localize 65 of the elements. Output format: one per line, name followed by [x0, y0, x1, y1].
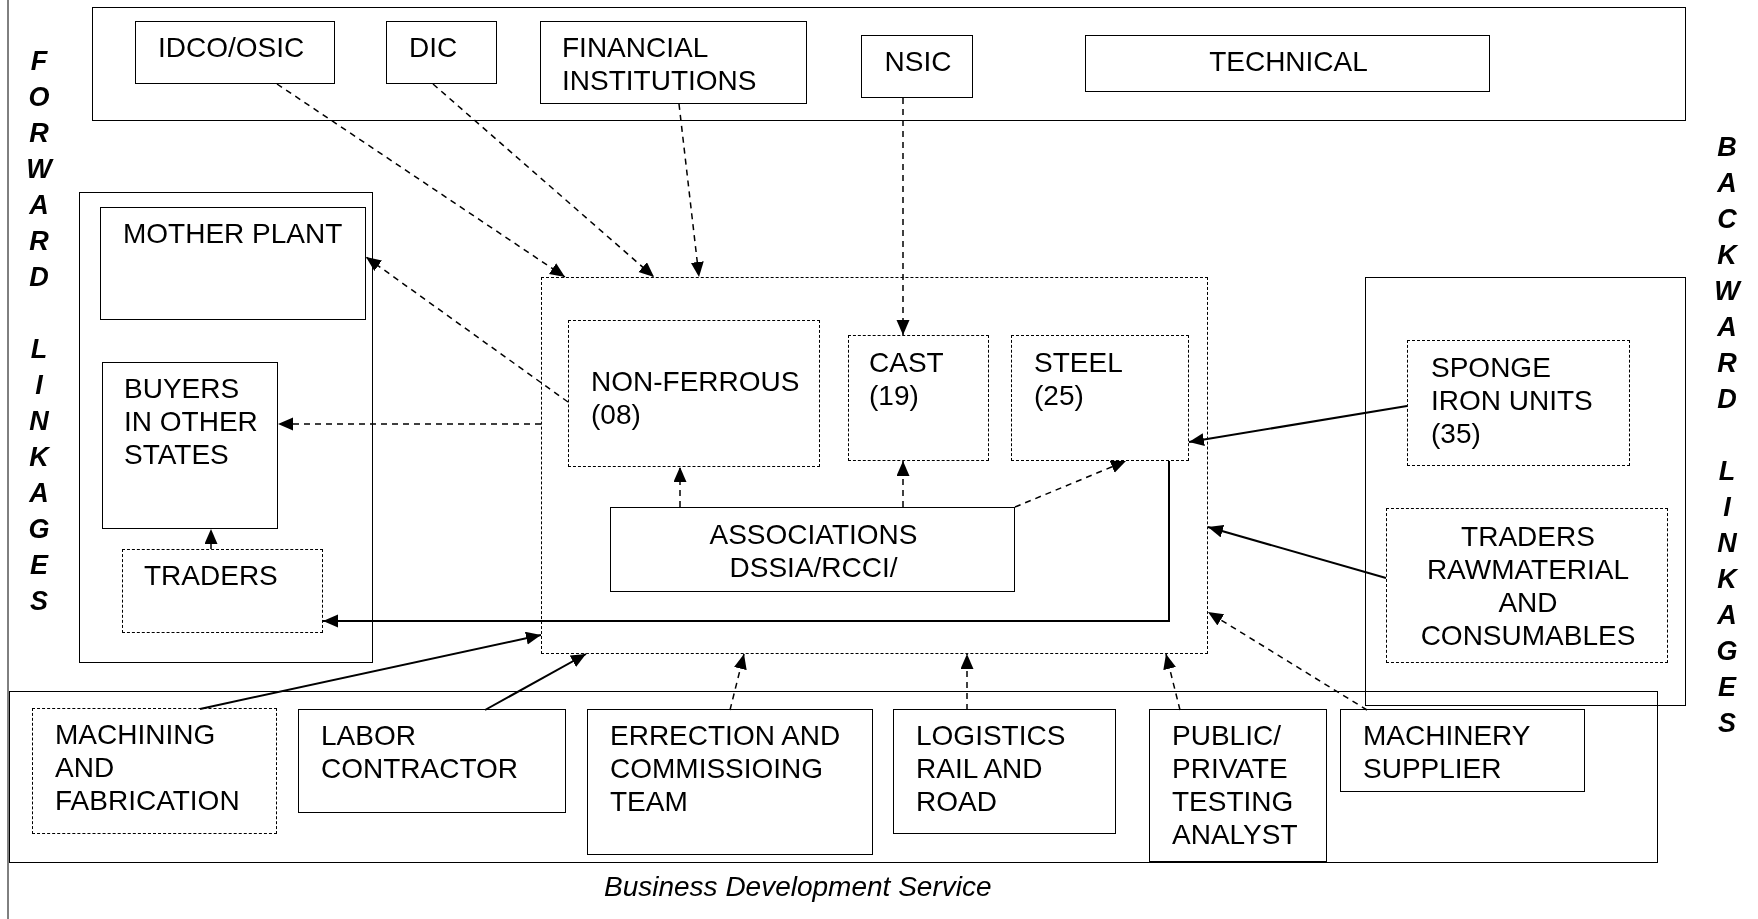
band-title: Business Development Service: [604, 870, 992, 903]
arrow: [484, 653, 587, 711]
arrow: [729, 653, 747, 711]
arrow: [678, 103, 704, 278]
arrow: [960, 653, 974, 711]
arrow: [673, 466, 687, 508]
process-box: [610, 507, 1015, 592]
box-label: STEEL (25): [1034, 346, 1123, 412]
process-box: [386, 21, 497, 84]
arrow: [1014, 460, 1127, 508]
box-label: CAST (19): [869, 346, 945, 412]
box-label: TRADERS: [144, 559, 279, 592]
group-frame: [92, 7, 1686, 121]
process-box: [540, 21, 807, 104]
process-box: [1386, 508, 1668, 663]
box-label: MACHINERY SUPPLIER: [1363, 719, 1531, 785]
group-frame: [79, 192, 373, 663]
process-box: [1407, 340, 1630, 466]
group-frame: [1365, 277, 1686, 706]
box-label: NON-FERROUS (08): [591, 365, 801, 431]
process-box: [568, 320, 820, 467]
arrow: [1207, 611, 1368, 711]
process-box: [122, 549, 323, 633]
arrow: [365, 256, 569, 403]
box-label: NSIC: [883, 45, 953, 78]
arrow: [1163, 653, 1181, 711]
box-label: IDCO/OSIC: [158, 31, 306, 64]
process-box: [135, 21, 335, 84]
process-box: [102, 362, 278, 529]
process-box: [1149, 709, 1327, 862]
arrow: [896, 97, 910, 336]
arrow: [277, 417, 542, 431]
arrow: [432, 83, 655, 278]
arrow: [896, 460, 910, 508]
process-box: [298, 709, 566, 813]
arrow: [1188, 405, 1408, 446]
process-box: [32, 708, 277, 834]
arrow: [322, 460, 1170, 628]
process-box: [893, 709, 1116, 834]
box-label: LOGISTICS RAIL AND ROAD: [916, 719, 1067, 818]
arrow: [1207, 524, 1387, 579]
box-label: ERRECTION AND COMMISSIOING TEAM: [610, 719, 842, 818]
process-box: [1085, 35, 1490, 92]
arrow: [204, 528, 218, 550]
box-label: PUBLIC/ PRIVATE TESTING ANALYST: [1172, 719, 1299, 851]
process-box: [587, 709, 873, 855]
box-label: FINANCIAL INSTITUTIONS: [562, 31, 758, 97]
process-box: [1011, 335, 1189, 461]
side-label: FORWARD LINKAGES: [25, 45, 55, 618]
process-box: [100, 207, 366, 320]
box-label: MOTHER PLANT: [123, 217, 344, 250]
arrow: [276, 83, 566, 278]
box-label: LABOR CONTRACTOR: [321, 719, 520, 785]
box-label: DIC: [409, 31, 459, 64]
box-label: BUYERS IN OTHER STATES: [124, 372, 259, 471]
group-frame: [541, 277, 1208, 654]
box-label: SPONGE IRON UNITS (35): [1431, 351, 1594, 450]
side-label: BACKWARD LINKAGES: [1713, 131, 1743, 740]
box-label: TECHNICAL: [1208, 45, 1369, 78]
process-box: [848, 335, 989, 461]
box-label: TRADERS RAWMATERIAL AND CONSUMABLES: [1419, 520, 1637, 652]
box-label: MACHINING AND FABRICATION: [55, 718, 241, 817]
box-label: ASSOCIATIONS DSSIA/RCCI/: [708, 518, 919, 584]
process-box: [861, 35, 973, 98]
process-box: [1340, 709, 1585, 792]
